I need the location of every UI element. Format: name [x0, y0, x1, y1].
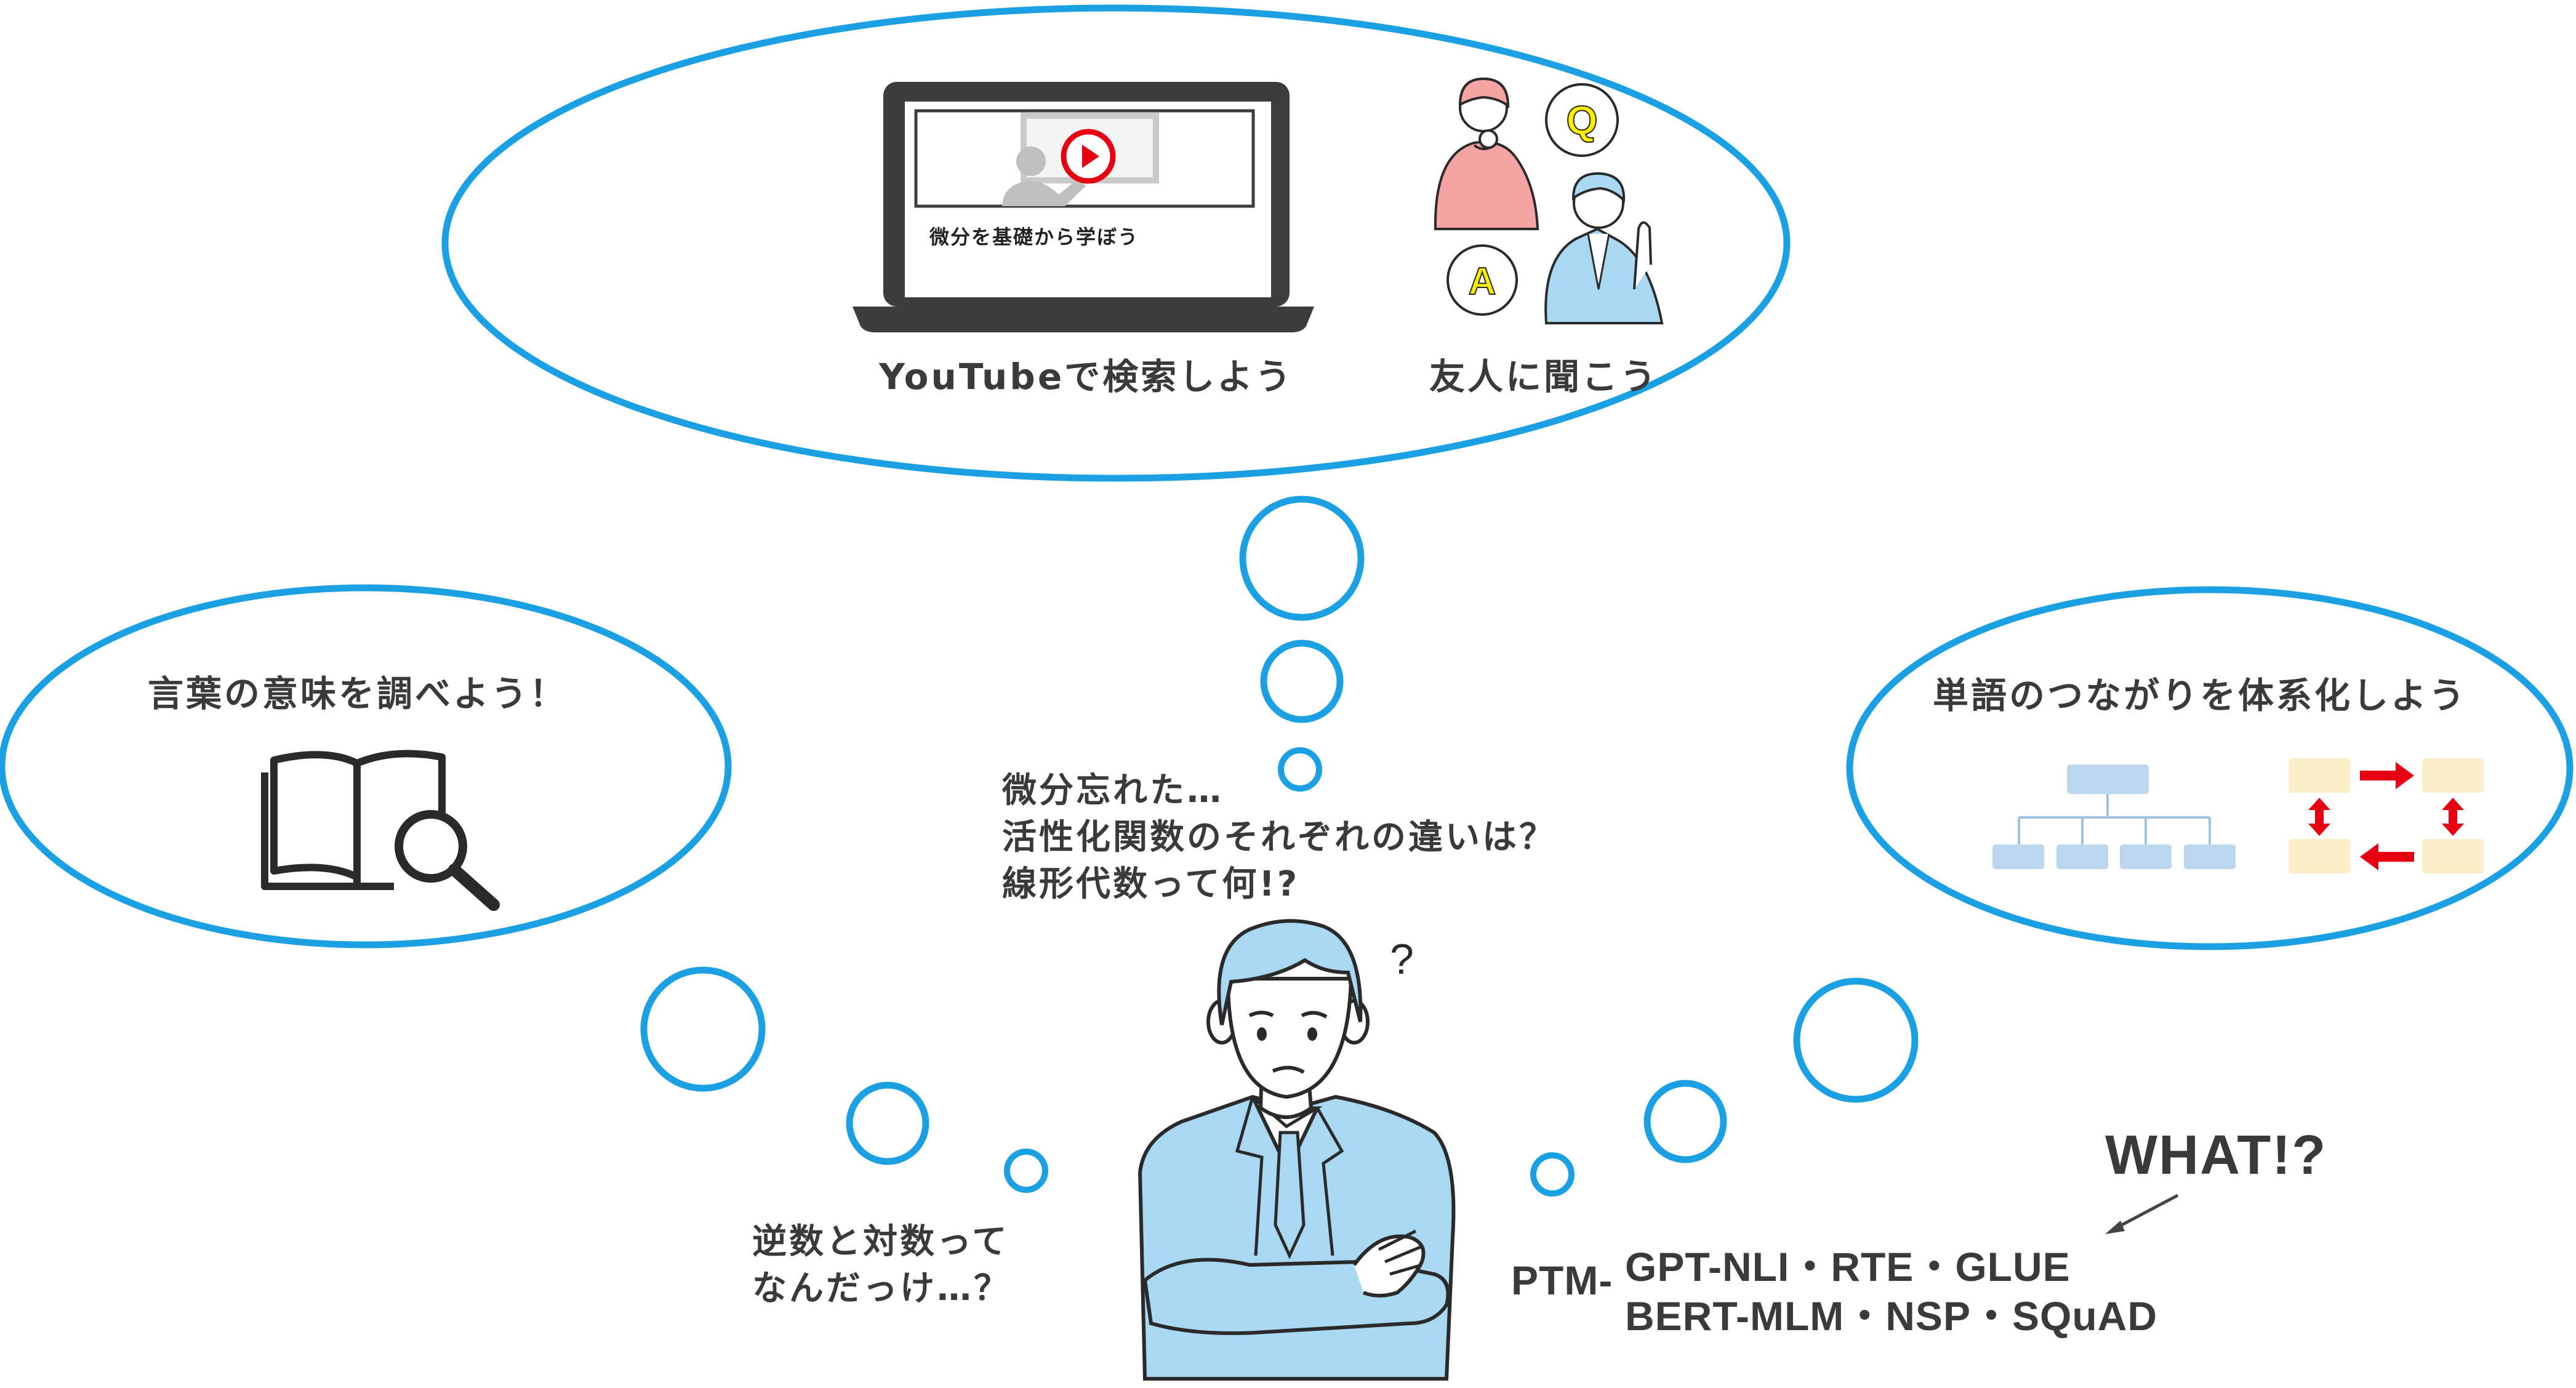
- trail-circle: [1530, 1152, 1575, 1197]
- ask-friend-label: 友人に聞こう: [1429, 356, 1659, 398]
- trail-circle: [1278, 747, 1322, 792]
- thought-line: 活性化関数のそれぞれの違いは？: [1002, 817, 1556, 857]
- trail-circle: [640, 966, 766, 1092]
- thought-line: 線形代数って何!?: [1002, 864, 1300, 904]
- trail-circle: [846, 1081, 929, 1165]
- play-button-icon: [1061, 129, 1116, 184]
- left-bubble-label: 言葉の意味を調べよう！: [148, 673, 568, 715]
- trail-circle: [1260, 640, 1344, 723]
- confused-person-icon: [1138, 919, 1456, 1381]
- left-thought-bubble: [0, 584, 732, 949]
- what-label: WHAT!?: [2105, 1125, 2327, 1186]
- trail-circle: [1643, 1080, 1727, 1163]
- speech-bubble-a: A: [1446, 244, 1518, 316]
- thought-line: 微分忘れた…: [1002, 771, 1224, 811]
- youtube-search-label: YouTubeで検索しよう: [879, 356, 1294, 398]
- video-caption: 微分を基礎から学ぼう: [929, 225, 1139, 249]
- asker-person-icon: [1434, 77, 1539, 230]
- answerer-person-icon: [1544, 172, 1664, 324]
- bottom-left-thought-text: 逆数と対数って なんだっけ…？: [752, 1219, 1011, 1312]
- svg-text:Q: Q: [1566, 97, 1597, 143]
- ptm-line-1: GPT-NLI・RTE・GLUE: [1625, 1244, 2071, 1290]
- book-search-icon: [261, 750, 500, 911]
- svg-text:A: A: [1469, 260, 1496, 303]
- center-thought-text: 微分忘れた… 活性化関数のそれぞれの違いは？ 線形代数って何!?: [1002, 768, 1556, 908]
- right-bubble-label: 単語のつながりを体系化しよう: [1933, 675, 2468, 716]
- ptm-prefix: PTM-: [1511, 1258, 1613, 1303]
- hierarchy-diagram-icon: [1992, 764, 2236, 869]
- laptop-icon: [853, 82, 1314, 332]
- cycle-diagram-icon: [2289, 758, 2484, 873]
- thought-line: 逆数と対数って: [752, 1222, 1009, 1262]
- ptm-line-2: BERT-MLM・NSP・SQuAD: [1625, 1293, 2157, 1339]
- trail-circle: [1239, 495, 1365, 621]
- arrow-icon: [2105, 1193, 2179, 1234]
- trail-circle: [1793, 977, 1919, 1103]
- thought-line: なんだっけ…？: [752, 1269, 1011, 1309]
- speech-bubble-q: Q: [1545, 83, 1619, 157]
- trail-circle: [1004, 1149, 1048, 1193]
- question-mark: ?: [1390, 935, 1414, 983]
